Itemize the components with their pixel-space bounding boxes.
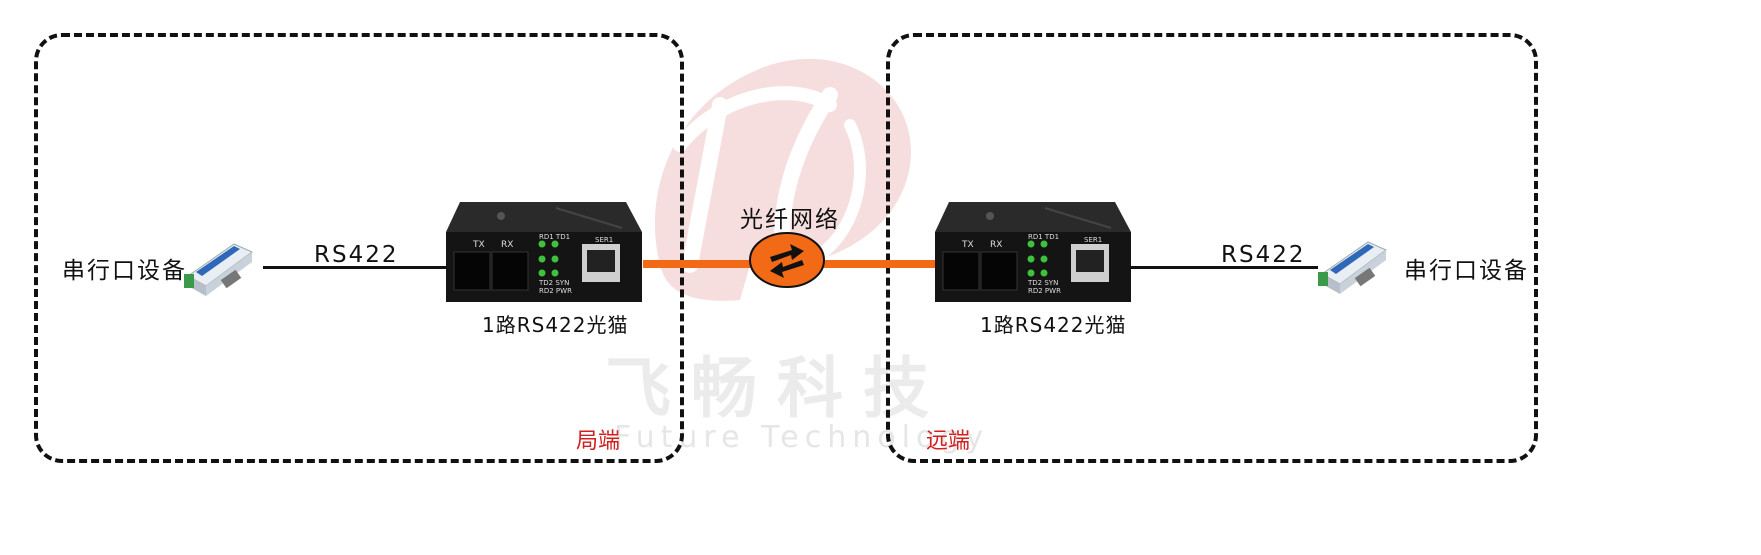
remote-led-bottom-label-1: TD2 SYN bbox=[1028, 279, 1059, 287]
remote-rx-label: RX bbox=[990, 240, 1003, 250]
fiber-network-icon bbox=[749, 232, 825, 288]
local-serial-device-icon bbox=[184, 243, 253, 296]
remote-converter-label: 1路RS422光猫 bbox=[980, 313, 1127, 337]
local-rs422-cable-line bbox=[263, 266, 446, 269]
local-device-label: 串行口设备 bbox=[62, 258, 187, 284]
local-led-bottom-label-2: RD2 PWR bbox=[539, 287, 572, 295]
remote-rs422-cable-line bbox=[1131, 266, 1318, 269]
remote-zone bbox=[886, 33, 1538, 463]
network-label: 光纤网络 bbox=[740, 207, 840, 233]
remote-device-label: 串行口设备 bbox=[1404, 258, 1529, 284]
remote-led-top-label: RD1 TD1 bbox=[1028, 233, 1060, 241]
fiber-link-left bbox=[643, 260, 753, 268]
local-tx-label: TX bbox=[473, 240, 485, 250]
remote-led-bottom-label-2: RD2 PWR bbox=[1028, 287, 1061, 295]
fiber-link-right bbox=[822, 260, 935, 268]
local-converter-label: 1路RS422光猫 bbox=[482, 313, 629, 337]
watermark-cn: 飞畅科技 bbox=[605, 350, 949, 427]
remote-serial-device-icon bbox=[1318, 241, 1387, 294]
remote-rs422-label: RS422 bbox=[1221, 242, 1306, 268]
local-converter-icon bbox=[446, 202, 642, 302]
local-led-top-label: RD1 TD1 bbox=[539, 233, 571, 241]
remote-tx-label: TX bbox=[962, 240, 974, 250]
remote-port-label: SER1 bbox=[1084, 236, 1103, 244]
remote-converter-icon bbox=[935, 202, 1131, 302]
local-rs422-label: RS422 bbox=[314, 242, 399, 268]
local-zone bbox=[34, 33, 684, 463]
local-led-bottom-label-1: TD2 SYN bbox=[539, 279, 570, 287]
local-port-label: SER1 bbox=[595, 236, 614, 244]
remote-zone-label: 远端 bbox=[926, 429, 971, 454]
local-zone-label: 局端 bbox=[576, 429, 621, 454]
local-rx-label: RX bbox=[501, 240, 514, 250]
